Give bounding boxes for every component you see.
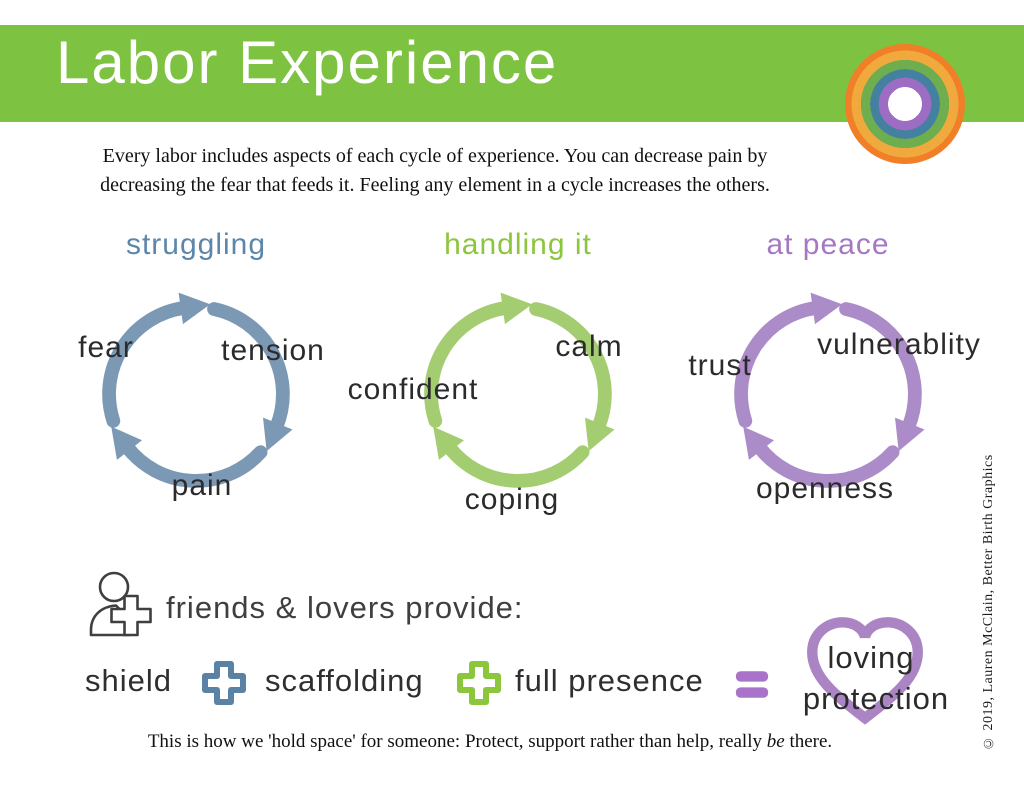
plus-icon-blue (201, 660, 247, 706)
intro-line-1: Every labor includes aspects of each cyc… (102, 145, 768, 167)
cycle-label-tension: tension (221, 334, 325, 367)
plus-icon-green (456, 660, 502, 706)
cycle-heading-at-peace: at peace (766, 228, 890, 261)
cycle-label-vulnerablity: vulnerablity (817, 328, 981, 361)
caption-emphasis: be (766, 731, 785, 752)
cycle-label-openness: openness (755, 472, 895, 505)
caption-prefix: This is how we 'hold space' for someone:… (147, 731, 767, 752)
cycle-label-confident: confident (347, 373, 479, 406)
cycle-label-pain: pain (171, 469, 233, 502)
equation-term-full-presence: full presence (515, 663, 704, 698)
intro-line-2: decreasing the fear that feeds it. Feeli… (100, 174, 770, 196)
cycle-label-fear: fear (78, 331, 134, 364)
intro-paragraph: Every labor includes aspects of each cyc… (40, 142, 830, 200)
cycle-arrows-icon-at-peace (722, 288, 934, 500)
person-plus-icon (89, 571, 152, 637)
heart-label-protection: protection (802, 681, 950, 716)
caption: This is how we 'hold space' for someone:… (0, 731, 980, 753)
equation-term-scaffolding: scaffolding (265, 663, 424, 698)
rainbow-circle-logo (845, 44, 965, 164)
heart-icon (807, 617, 923, 725)
cycle-label-trust: trust (688, 349, 752, 382)
cycle-heading-struggling: struggling (125, 228, 267, 261)
copyright-text: © 2019, Lauren McClain, Better Birth Gra… (981, 454, 996, 750)
cycle-label-calm: calm (555, 330, 623, 363)
cycle-heading-handling-it: handling it (444, 228, 592, 261)
cycle-label-coping: coping (464, 483, 560, 516)
equation-term-shield: shield (85, 663, 172, 698)
caption-suffix: there. (784, 731, 833, 752)
page-title: Labor Experience (56, 29, 559, 96)
equals-icon (735, 671, 769, 698)
provide-label: friends & lovers provide: (166, 590, 524, 625)
heart-label-loving: loving (827, 640, 915, 675)
